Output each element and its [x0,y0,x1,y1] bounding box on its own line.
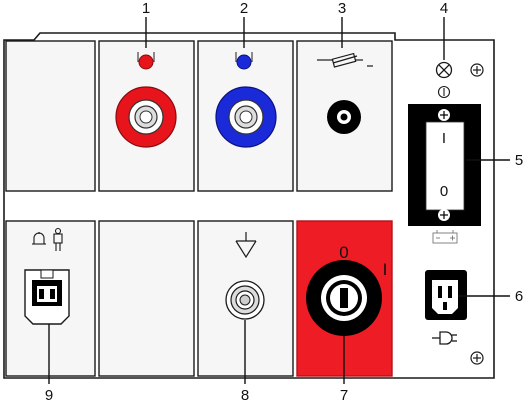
equipotential-connector[interactable] [225,280,265,320]
mains-plug-icon [432,331,457,345]
standby-icon [437,85,451,99]
callout-7: 7 [340,387,348,404]
key-switch[interactable] [306,260,382,336]
key-on-label: I [383,260,388,279]
screw-bottom-right [470,351,484,365]
black-socket[interactable] [327,100,361,134]
callout-2: 2 [240,0,248,17]
rocker-power-switch[interactable]: I 0 [408,104,481,226]
callout-9: 9 [45,387,53,404]
screw-top-right [470,63,484,77]
mains-inlet-socket[interactable] [425,270,467,320]
foot-switch-socket[interactable] [24,269,70,325]
fuse-icon [317,52,373,68]
key-slot [340,288,348,308]
red-indicator-lamp-icon [137,52,155,70]
equipotential-icon [235,232,257,259]
callout-4: 4 [440,0,448,17]
rocker-on-label: I [442,130,446,147]
callout-6: 6 [515,288,523,305]
callout-numbers: 1 2 3 4 5 6 7 8 9 [45,0,523,404]
foot-switch-icon [32,227,63,251]
callout-8: 8 [241,387,249,404]
callout-3: 3 [338,0,346,17]
callout-1: 1 [142,0,150,17]
rocker-off-label: 0 [440,183,448,200]
panel-blank-bottom [98,220,195,377]
callout-5: 5 [515,152,523,169]
blue-socket[interactable] [215,86,277,148]
switch-screw-bottom [438,209,450,221]
callout-leaders [48,17,510,384]
key-off-label: 0 [339,243,348,262]
blue-indicator-lamp-icon [235,52,253,70]
red-socket[interactable] [115,86,177,148]
switch-screw-top [438,109,450,121]
panel-blank-top-left [5,40,96,192]
battery-icon [432,230,458,244]
lamp-icon [435,61,453,79]
